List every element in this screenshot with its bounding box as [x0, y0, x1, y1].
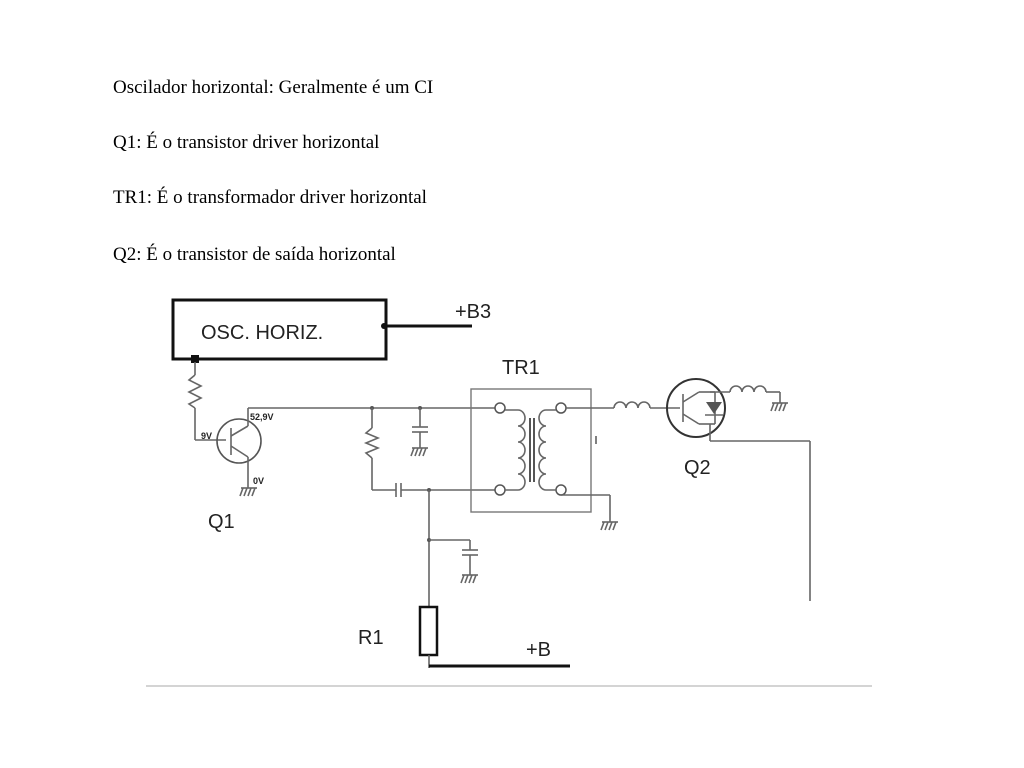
shunt-resistor [363, 427, 381, 459]
q1-label: Q1 [208, 511, 235, 533]
description-oscillator: Oscilador horizontal: Geralmente é um CI [113, 77, 434, 98]
osc-block [171, 298, 388, 361]
osc-block-label: OSC. HORIZ. [201, 322, 323, 344]
q1-collector-voltage: 52,9V [250, 412, 274, 422]
osc-output-node [191, 355, 199, 363]
q1-transistor [216, 418, 262, 464]
q2-base-inductor [613, 401, 651, 409]
tr1-label: TR1 [502, 357, 540, 379]
q1-emitter-voltage: 0V [253, 476, 264, 486]
tr1-primary-coil [505, 409, 526, 491]
tr1-enclosure [470, 388, 592, 513]
b-supply-label: +B [526, 639, 551, 661]
q1-base-voltage: 9V [201, 431, 212, 441]
r1-resistor [418, 605, 439, 657]
q2-collector-coil [729, 385, 767, 393]
description-q1: Q1: É o transistor driver horizontal [113, 132, 380, 153]
description-q2: Q2: É o transistor de saída horizontal [113, 244, 396, 265]
description-tr1: TR1: É o transformador driver horizontal [113, 187, 427, 208]
r1-label: R1 [358, 627, 384, 649]
base-resistor [187, 374, 203, 409]
tr1-secondary-coil [538, 409, 556, 491]
b3-label: +B3 [455, 301, 491, 323]
q2-label: Q2 [684, 457, 711, 479]
q2-damper-diode [706, 402, 722, 414]
q2-transistor [666, 378, 726, 438]
b3-junction [381, 323, 387, 329]
